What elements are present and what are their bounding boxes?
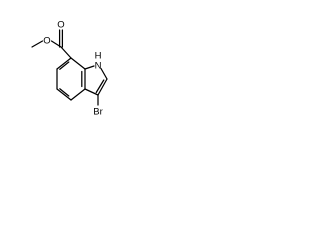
bond-methyl-ester-oxygen bbox=[31, 40, 44, 48]
bond-c5-c4 bbox=[56, 88, 72, 101]
bond-group bbox=[31, 29, 108, 106]
bond-c2-c3-inner bbox=[95, 79, 105, 94]
bond-c2-c3 bbox=[97, 78, 108, 96]
bond-carbonyl-carbon-c7 bbox=[60, 46, 72, 59]
bond-c7-c6-inner bbox=[59, 61, 70, 70]
carbonyl-oxygen-label: O bbox=[57, 20, 64, 31]
nitrogen-label: N bbox=[95, 61, 102, 72]
bond-n1-c2 bbox=[100, 67, 108, 80]
nitrogen-hydrogen-label: H bbox=[95, 51, 102, 62]
atom-label-group: O O N H Br bbox=[43, 20, 102, 118]
bond-c7-c6 bbox=[56, 57, 72, 70]
bromine-label: Br bbox=[93, 107, 103, 118]
bond-c5-c4-inner bbox=[59, 88, 70, 97]
bond-c7a-c7 bbox=[70, 57, 86, 70]
molecule-structure-diagram: O O N H Br bbox=[31, 20, 108, 118]
bond-c3-c3a bbox=[84, 88, 99, 96]
ester-oxygen-label: O bbox=[43, 36, 50, 47]
bond-c7a-n1 bbox=[84, 65, 95, 70]
bond-c4-c3a bbox=[70, 88, 86, 101]
